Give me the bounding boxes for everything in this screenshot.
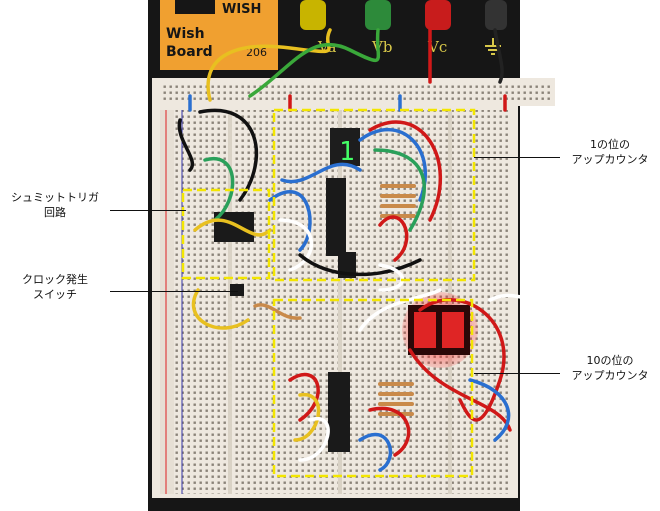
brand-text-2: Wish [166, 26, 205, 42]
label-clock-switch-line1: クロック発生 [22, 273, 88, 286]
ic-chips [214, 178, 356, 452]
leader-ones-counter [474, 157, 560, 158]
label-tens-counter-line2: アップカウンタ [571, 369, 649, 382]
highlight-ones-counter [272, 108, 476, 282]
label-ones-counter-line1: 1の位の [590, 138, 630, 151]
leader-clock-switch [110, 291, 238, 292]
label-tens-counter: 10の位の アップカウンタ [562, 353, 658, 383]
leader-tens-counter [474, 373, 560, 374]
highlight-schmitt-trigger [181, 188, 271, 280]
highlight-boxes [181, 108, 476, 478]
label-schmitt-trigger-line2: 回路 [44, 206, 66, 219]
label-schmitt-trigger-line1: シュミットトリガ [11, 191, 99, 204]
label-tens-counter-line1: 10の位の [586, 354, 634, 367]
ones-digit: 1 [339, 137, 355, 167]
label-schmitt-trigger: シュミットトリガ 回路 [2, 190, 108, 220]
terminal-vc: Vc [427, 38, 447, 56]
jumper-wires [177, 28, 527, 472]
highlight-tens-counter [272, 298, 474, 478]
resistors [378, 184, 416, 416]
brand-model: 206 [246, 46, 267, 59]
brand-text-3: Board [166, 44, 213, 60]
label-clock-switch: クロック発生 スイッチ [2, 272, 108, 302]
label-ones-counter-line2: アップカウンタ [571, 153, 649, 166]
brand-text-1: WISH [222, 2, 261, 17]
leader-schmitt-trigger [110, 210, 186, 211]
brand-panel: WISH Wish Board 206 [160, 0, 278, 70]
label-ones-counter: 1の位の アップカウンタ [562, 137, 658, 167]
ones-seven-segment: 1 [330, 128, 360, 167]
terminal-vb: Vb [371, 38, 392, 56]
label-clock-switch-line2: スイッチ [33, 288, 77, 301]
